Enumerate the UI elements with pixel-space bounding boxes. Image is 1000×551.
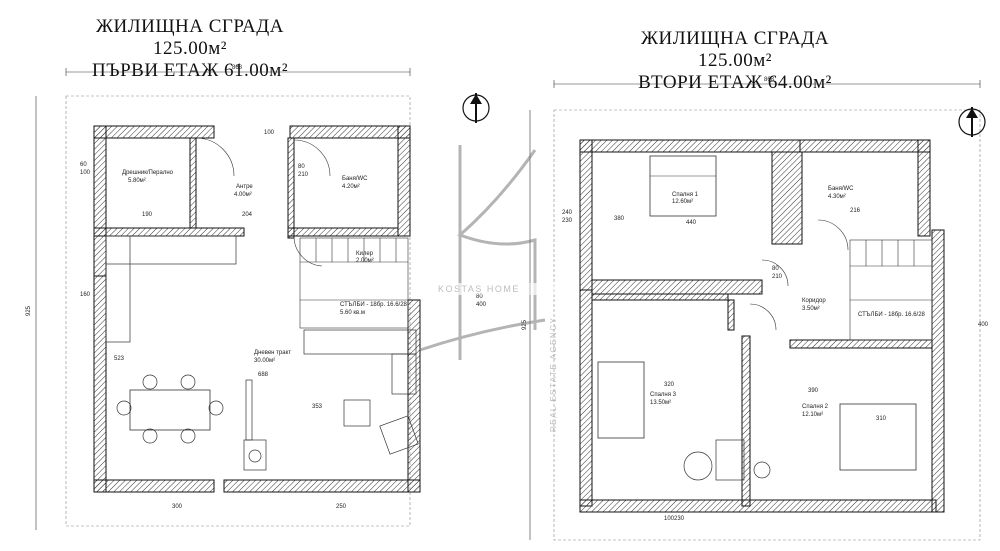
room-bedroom2-area: 12.10м²	[802, 412, 823, 418]
floor1-stairs-area: 5.60 кв.м	[340, 310, 365, 316]
dining-table	[129, 389, 211, 431]
svg-text:523: 523	[114, 356, 125, 362]
room-bedroom2-label: Спалня 2	[802, 404, 829, 410]
svg-text:390: 390	[808, 388, 819, 394]
room-storage-label: Килер	[356, 251, 374, 257]
floor1-title-area: ПЪРВИ ЕТАЖ 61.00м²	[91, 60, 289, 81]
room-bedroom3-label: Спалня 3	[650, 392, 677, 398]
bedroom2-bed	[839, 403, 917, 471]
room-bath-label: Баня/WC	[342, 176, 368, 182]
floor2-width-label: 868	[764, 77, 775, 83]
floor1-height-label: 925	[26, 305, 32, 316]
svg-text:100: 100	[664, 516, 675, 522]
svg-text:100: 100	[264, 130, 275, 136]
svg-text:320: 320	[664, 382, 675, 388]
watermark-agency: REAL ESTATE AGENCY	[549, 317, 558, 432]
floor2-stairs-label: СТЪЛБИ - 18бр. 16.6/28	[858, 312, 926, 318]
room-living-label: Дневен тракт	[254, 350, 291, 356]
room-dressing-label: Дрешник/Перално	[122, 170, 174, 176]
room-storage-area: 2.00м²	[356, 258, 374, 264]
svg-text:60: 60	[80, 162, 87, 168]
watermark-brand: KOSTAS HOME	[438, 284, 520, 294]
floor2-title-building: ЖИЛИЩНА СГРАДА 125.00м²	[641, 28, 829, 71]
svg-text:400: 400	[978, 322, 989, 328]
svg-text:230: 230	[674, 516, 685, 522]
svg-text:80: 80	[298, 164, 305, 170]
room-floor2-bath-area: 4.30м²	[828, 194, 846, 200]
floor1-width-label: 868	[232, 65, 243, 71]
floor2-stairs	[849, 239, 933, 341]
floor2-title-area: ВТОРИ ЕТАЖ 64.00м²	[638, 72, 832, 93]
floor1-title-building: ЖИЛИЩНА СГРАДА 125.00м²	[96, 16, 284, 59]
svg-text:250: 250	[336, 504, 347, 510]
room-bedroom1-label: Спалня 1	[672, 192, 699, 198]
room-hall-label: Антре	[236, 184, 253, 190]
svg-text:100: 100	[80, 170, 91, 176]
floor2-measurements: 240 230 380 440 216 80 210 320 390 310 1…	[562, 208, 989, 522]
floor1-measurements: 60 100 190 204 80 210 100 160 523 688 35…	[80, 130, 487, 510]
room-corridor-label: Коридор	[802, 298, 826, 304]
room-dressing-area: 5.80м²	[128, 178, 146, 184]
svg-text:353: 353	[312, 404, 323, 410]
svg-text:300: 300	[172, 504, 183, 510]
floor2-walls	[579, 139, 945, 513]
floor1-north-arrow-icon	[462, 93, 490, 123]
svg-text:688: 688	[258, 372, 269, 378]
svg-text:80: 80	[772, 266, 779, 272]
room-hall-area: 4.00м²	[234, 192, 252, 198]
svg-text:190: 190	[142, 212, 153, 218]
room-corridor-area: 3.50м²	[802, 306, 820, 312]
svg-text:216: 216	[850, 208, 861, 214]
sofa	[303, 329, 417, 355]
floor1-stairs	[299, 237, 409, 329]
svg-text:210: 210	[772, 274, 783, 280]
floor1-title: ЖИЛИЩНА СГРАДА 125.00м² ПЪРВИ ЕТАЖ 61.00…	[80, 16, 300, 82]
floor2-north-arrow-icon	[958, 107, 986, 137]
svg-text:380: 380	[614, 216, 625, 222]
bedroom3-bed	[597, 361, 645, 439]
svg-text:210: 210	[298, 172, 309, 178]
room-bedroom1-area: 12.60м²	[672, 199, 693, 205]
room-living-area: 30.00м²	[254, 358, 275, 364]
svg-text:80: 80	[476, 294, 483, 300]
svg-text:310: 310	[876, 416, 887, 422]
room-bedroom3-area: 13.50м²	[650, 400, 671, 406]
floor1-plan: 868 925	[26, 65, 490, 530]
room-bath-area: 4.20м²	[342, 184, 360, 190]
floor2-title: ЖИЛИЩНА СГРАДА 125.00м² ВТОРИ ЕТАЖ 64.00…	[620, 28, 850, 94]
svg-text:240: 240	[562, 210, 573, 216]
room-floor2-bath-label: Баня/WC	[828, 186, 854, 192]
watermark-logo: KOSTAS HOME REAL ESTATE AGENCY	[419, 145, 562, 432]
svg-text:440: 440	[686, 220, 697, 226]
floor1-walls	[93, 125, 421, 493]
floor1-stairs-label: СТЪЛБИ - 18бр. 16.6/28	[340, 302, 408, 308]
bedroom1-bed	[649, 155, 717, 217]
svg-text:230: 230	[562, 218, 573, 224]
svg-text:160: 160	[80, 292, 91, 298]
svg-text:204: 204	[242, 212, 253, 218]
floor2-plan: 868 925	[522, 77, 989, 541]
svg-text:400: 400	[476, 302, 487, 308]
